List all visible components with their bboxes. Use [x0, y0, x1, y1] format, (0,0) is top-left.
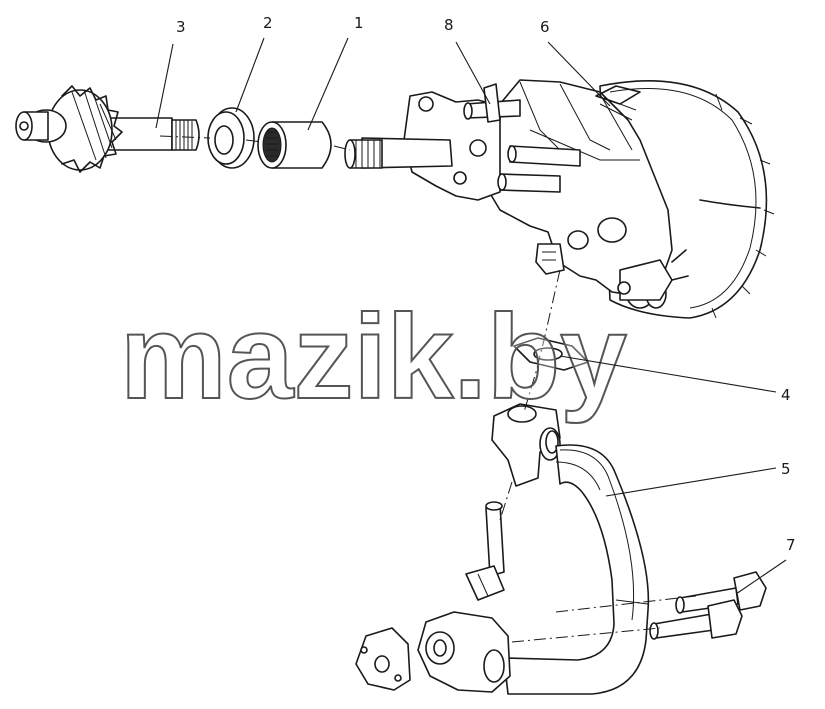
callout-1: 1	[354, 14, 364, 32]
watermark-text: mazik.by	[120, 290, 627, 424]
part-5-suction-pipe	[355, 403, 650, 695]
callout-8: 8	[444, 16, 454, 34]
part-7-bolts	[465, 501, 767, 640]
part-4-gasket	[513, 337, 589, 371]
callout-6: 6	[540, 18, 550, 36]
callout-3: 3	[176, 18, 186, 36]
callout-2: 2	[263, 14, 273, 32]
callout-4: 4	[781, 386, 791, 404]
part-8-pump-shaft-and-flange	[344, 83, 581, 201]
part-6-pump-housing	[487, 79, 775, 319]
part-3-drive-gear	[15, 85, 200, 173]
callout-leaders	[155, 37, 787, 595]
callout-numbers: 3 2 1 8 6 4 5 7	[176, 14, 796, 554]
assembly-axis-lines	[159, 135, 697, 643]
part-2-washer	[207, 107, 255, 169]
callout-7: 7	[786, 536, 796, 554]
part-1-bushing	[257, 121, 332, 169]
callout-5: 5	[781, 460, 791, 478]
